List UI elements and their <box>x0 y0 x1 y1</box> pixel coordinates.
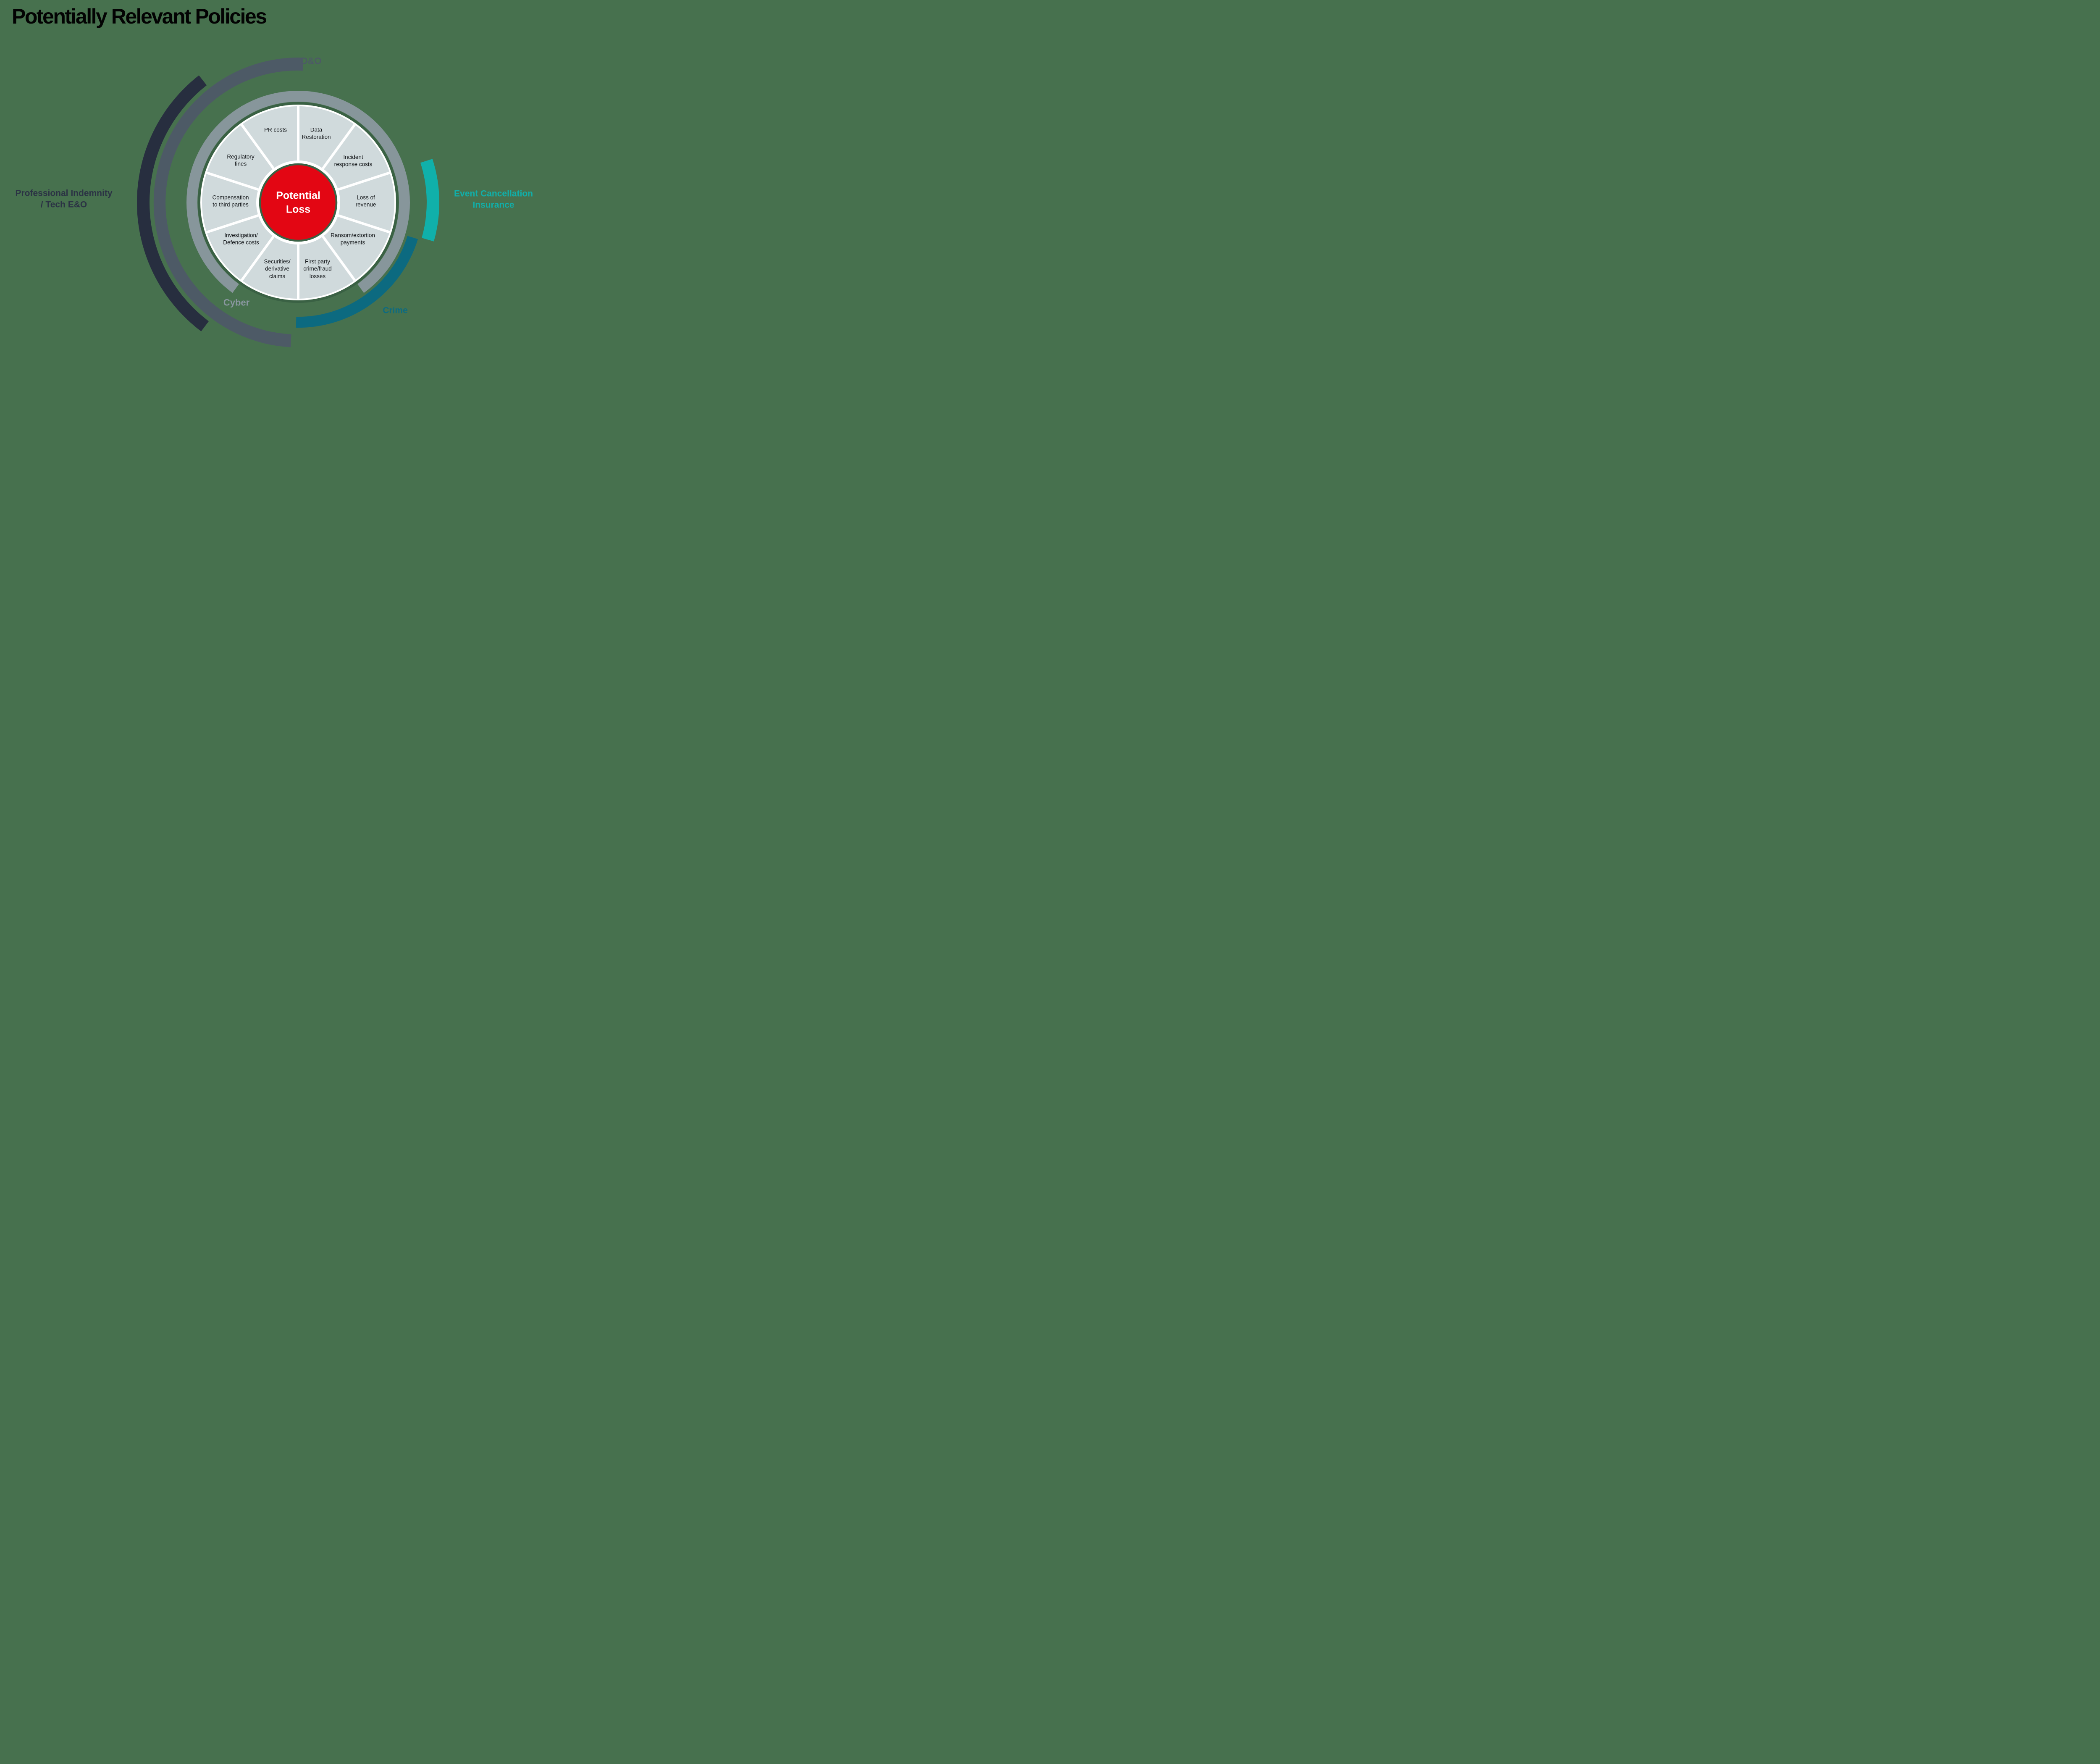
wedge-sector <box>323 124 390 190</box>
wedge-label-investigation: Investigation/ Defence costs <box>223 232 259 246</box>
wedge-label-securities-claims: Securities/ derivative claims <box>264 258 291 279</box>
center-potential-loss-label: Potential Loss <box>276 189 320 216</box>
wedge-divider <box>240 124 275 169</box>
policy-label-event-cancellation: Event Cancellation Insurance <box>454 189 533 210</box>
wedge-label-ransom-extortion: Ransom/extortion payments <box>331 232 375 246</box>
wedge-label-incident-response: Incident response costs <box>334 154 373 168</box>
wedge-sector <box>207 215 274 281</box>
wedge-sector <box>338 173 395 232</box>
diagram-canvas: Potentially Relevant Policies Data Resto… <box>0 0 660 353</box>
wedge-sector <box>323 215 390 281</box>
event-cancellation-arc <box>420 159 440 242</box>
wedge-label-pr-costs: PR costs <box>264 126 287 133</box>
crime-arc <box>296 236 418 328</box>
page-title: Potentially Relevant Policies <box>12 5 267 28</box>
policy-label-dno: D&O <box>301 55 322 66</box>
policy-label-cyber: Cyber <box>223 297 250 308</box>
wedge-divider <box>338 171 390 191</box>
potential-loss-circle <box>259 163 338 242</box>
professional-indemnity-arc <box>136 75 209 331</box>
wedge-label-loss-of-revenue: Loss of revenue <box>355 194 376 208</box>
wedge-divider <box>240 236 275 281</box>
wedge-sector <box>298 236 355 299</box>
wedge-divider <box>206 171 259 191</box>
wedge-divider <box>206 214 259 234</box>
wedge-sector <box>242 236 298 299</box>
policy-label-professional-indemnity: Professional Indemnity / Tech E&O <box>15 188 113 210</box>
wedge-sector <box>207 124 274 190</box>
policy-wheel-diagram <box>136 58 440 347</box>
wedge-label-regulatory-fines: Regulatory fines <box>227 153 255 167</box>
wedge-sector <box>202 173 258 232</box>
wedge-sector <box>242 106 298 169</box>
wedge-label-data-restoration: Data Restoration <box>302 126 331 140</box>
wedge-divider <box>322 236 356 281</box>
wedge-sector <box>298 106 355 169</box>
policy-label-crime: Crime <box>383 305 408 315</box>
wedge-divider <box>322 124 356 169</box>
wedge-label-compensation: Compensation to third parties <box>212 194 249 208</box>
wedge-label-first-party-crime: First party crime/fraud losses <box>303 258 332 279</box>
wedge-divider <box>338 214 390 234</box>
